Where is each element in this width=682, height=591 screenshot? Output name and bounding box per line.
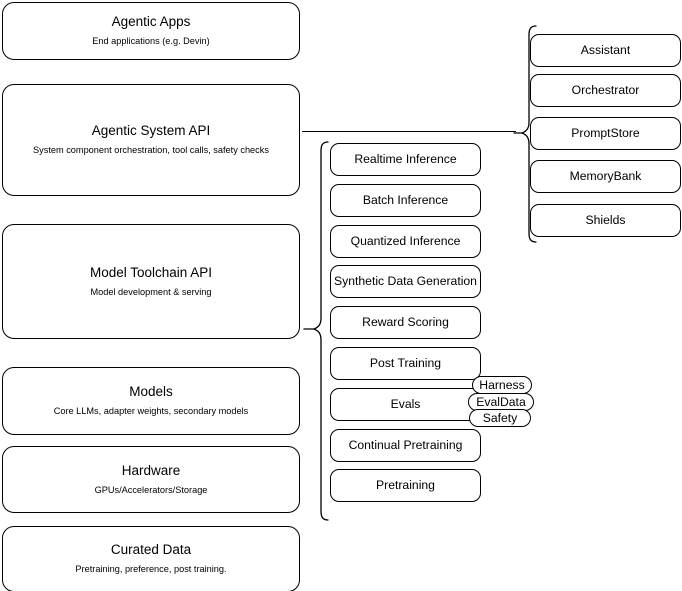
toolchain-component-synthetic-data-generation[interactable]: Synthetic Data Generation [330, 265, 481, 298]
agentic-component-orchestrator[interactable]: Orchestrator [530, 74, 681, 107]
stack-layer-title: Models [129, 384, 173, 400]
agentic-component-memorybank[interactable]: MemoryBank [530, 160, 681, 193]
toolchain-component-realtime-inference[interactable]: Realtime Inference [330, 143, 481, 176]
stack-layer-models[interactable]: Models Core LLMs, adapter weights, secon… [2, 367, 300, 435]
stack-layer-title: Model Toolchain API [89, 264, 213, 280]
stack-layer-agentic-system-api[interactable]: Agentic System API System component orch… [2, 84, 300, 196]
subcomponent-label: EvalData [476, 394, 526, 409]
toolchain-component-post-training[interactable]: Post Training [330, 347, 481, 380]
stack-layer-title: Agentic System API [91, 123, 211, 139]
agentic-component-shields[interactable]: Shields [530, 204, 681, 237]
component-label: MemoryBank [569, 168, 642, 183]
component-label: Batch Inference [362, 192, 449, 207]
component-label: Synthetic Data Generation [334, 273, 477, 288]
component-label: Pretraining [376, 477, 435, 492]
connector-agentic-system-api [302, 131, 516, 133]
component-label: PromptStore [571, 125, 640, 140]
stack-layer-subtitle: GPUs/Accelerators/Storage [94, 484, 208, 495]
evals-subcomponent-safety[interactable]: Safety [469, 409, 531, 427]
component-label: Assistant [580, 42, 631, 57]
component-label: Realtime Inference [354, 151, 457, 166]
toolchain-component-quantized-inference[interactable]: Quantized Inference [330, 225, 481, 258]
stack-layer-title: Hardware [121, 462, 181, 478]
agentic-component-promptstore[interactable]: PromptStore [530, 117, 681, 150]
stack-layer-title: Agentic Apps [111, 14, 191, 30]
toolchain-component-continual-pretraining[interactable]: Continual Pretraining [330, 429, 481, 462]
stack-layer-subtitle: End applications (e.g. Devin) [92, 36, 210, 47]
toolchain-component-batch-inference[interactable]: Batch Inference [330, 184, 481, 217]
toolchain-component-reward-scoring[interactable]: Reward Scoring [330, 306, 481, 339]
stack-layer-subtitle: System component orchestration, tool cal… [33, 145, 269, 156]
stack-layer-title: Curated Data [110, 542, 192, 558]
component-label: Evals [390, 396, 421, 411]
evals-subcomponent-harness[interactable]: Harness [472, 376, 532, 394]
stack-layer-subtitle: Pretraining, preference, post training. [75, 564, 227, 575]
subcomponent-label: Harness [479, 377, 525, 392]
component-label: Orchestrator [571, 82, 640, 97]
component-label: Post Training [369, 355, 442, 370]
stack-layer-hardware[interactable]: Hardware GPUs/Accelerators/Storage [2, 446, 300, 513]
stack-layer-agentic-apps[interactable]: Agentic Apps End applications (e.g. Devi… [2, 2, 300, 60]
subcomponent-label: Safety [482, 410, 518, 425]
stack-layer-subtitle: Model development & serving [90, 286, 212, 297]
component-label: Quantized Inference [350, 233, 461, 248]
agentic-component-assistant[interactable]: Assistant [530, 34, 681, 67]
component-label: Reward Scoring [362, 314, 449, 329]
stack-layer-model-toolchain-api[interactable]: Model Toolchain API Model development & … [2, 224, 300, 339]
brace-model-toolchain [302, 140, 330, 522]
component-label: Continual Pretraining [348, 437, 463, 452]
toolchain-component-pretraining[interactable]: Pretraining [330, 469, 481, 502]
brace-agentic-system [512, 24, 540, 244]
toolchain-component-evals[interactable]: Evals [330, 388, 481, 421]
stack-layer-curated-data[interactable]: Curated Data Pretraining, preference, po… [2, 526, 300, 591]
stack-layer-subtitle: Core LLMs, adapter weights, secondary mo… [53, 406, 249, 417]
component-label: Shields [585, 212, 626, 227]
